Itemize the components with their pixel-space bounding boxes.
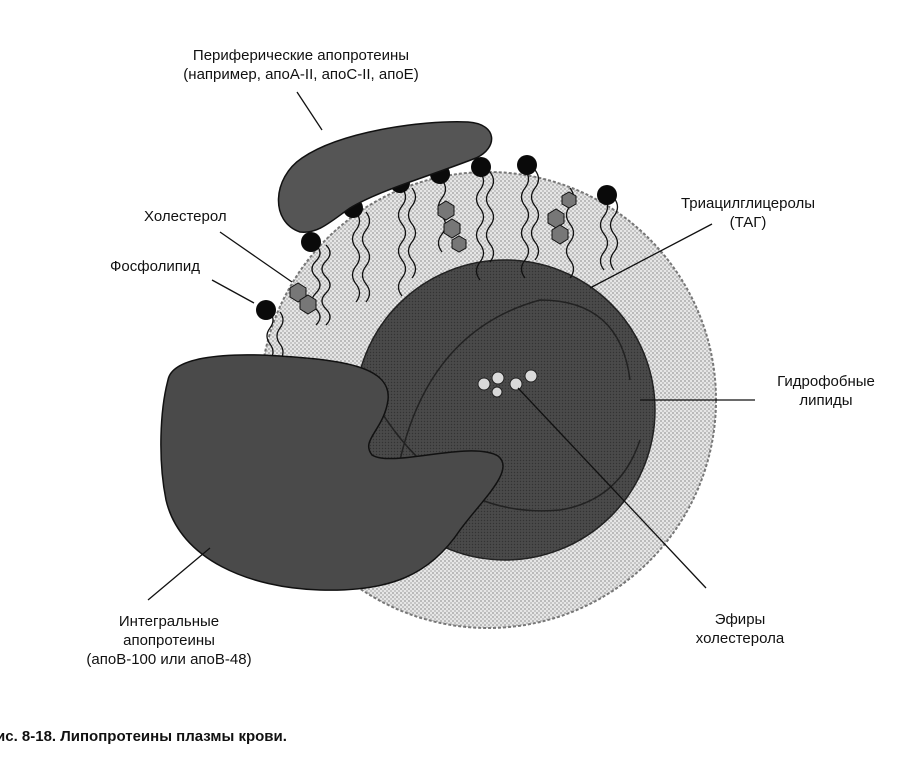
label-phospholipid: Фосфолипид [110,258,200,275]
label-integral-line3: (апоВ-100 или апоВ-48) [86,651,252,668]
leader-line-phospholipid [211,279,255,304]
cholesterol-molecules [289,191,577,315]
leader-line-integral [147,547,211,601]
label-hydrophobic-line1: Гидрофобные [777,373,875,390]
cholesterol-ester-rings [477,369,538,398]
leader-line-tag [589,223,713,289]
label-tag: Триацилглицеролы (ТАГ) [658,194,838,232]
label-cholesterol: Холестерол [144,208,227,225]
label-integral-line1: Интегральные [118,613,220,630]
core-swirl [399,299,631,461]
integral-apoprotein [160,354,504,591]
label-peripheral-apoproteins: Периферические апопротеины (например, ап… [141,46,461,84]
peripheral-apoprotein [277,121,493,233]
label-hydrophobic-line2: липиды [799,392,853,409]
figure-caption: ис. 8-18. Липопротеины плазмы крови. [0,728,287,745]
label-peripheral-line1: Периферические апопротеины [192,47,410,64]
label-integral-line2: апопротеины [123,632,215,649]
label-peripheral-line2: (например, апоА-II, апоС-II, апоЕ) [183,66,419,83]
label-tag-line1: Триацилглицеролы [680,195,816,212]
label-hydrophobic-lipids: Гидрофобные липиды [756,372,896,410]
leader-line-cholesterol [219,231,293,283]
leader-line-esters [517,387,707,589]
label-esters-line1: Эфиры [714,611,766,628]
leader-line-peripheral [296,91,323,131]
label-tag-line2: (ТАГ) [729,214,767,231]
label-integral-apoproteins: Интегральные апопротеины (апоВ-100 или а… [64,612,274,669]
label-cholesterol-esters: Эфиры холестерола [670,610,810,648]
label-esters-line2: холестерола [695,630,785,647]
